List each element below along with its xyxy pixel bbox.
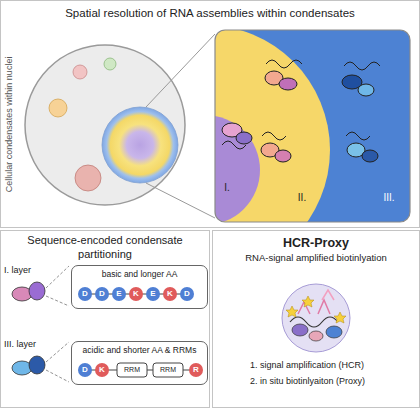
illustration-part bbox=[46, 342, 69, 362]
residue-letter: D bbox=[94, 288, 110, 300]
panel-title: Spatial resolution of RNA assemblies wit… bbox=[5, 6, 415, 20]
illustration-part bbox=[95, 287, 109, 301]
illustration-part bbox=[25, 45, 185, 205]
residue-letter: E bbox=[111, 288, 127, 300]
illustration-part bbox=[309, 331, 323, 341]
illustration-part bbox=[302, 296, 314, 307]
illustration-part bbox=[322, 290, 334, 300]
panel-title: HCR-Proxy bbox=[217, 236, 415, 252]
illustration-part bbox=[163, 287, 177, 301]
dashed-leaders bbox=[46, 266, 69, 382]
illustration-part bbox=[46, 370, 69, 382]
illustration-part bbox=[46, 296, 69, 306]
panel: Spatial resolution of RNA assemblies wit… bbox=[0, 0, 420, 228]
residue-chains bbox=[78, 287, 203, 377]
illustration-part bbox=[29, 356, 45, 374]
layer-label: III. layer bbox=[4, 339, 66, 350]
sequence-box: acidic and shorter AA & RRMs bbox=[71, 341, 208, 385]
illustration-part bbox=[180, 287, 194, 301]
residue-letter: K bbox=[94, 364, 110, 376]
illustration-part bbox=[78, 363, 92, 377]
illustration-part bbox=[215, 115, 260, 222]
illustration-part bbox=[29, 282, 45, 300]
illustration-part bbox=[266, 60, 302, 68]
illustration-part bbox=[326, 326, 342, 338]
panel-title: acidic and shorter AA & RRMs bbox=[75, 345, 204, 356]
illustration-part bbox=[282, 284, 350, 352]
illustration-part bbox=[104, 58, 116, 70]
residue-letter: D bbox=[77, 364, 93, 376]
illustration-part bbox=[358, 84, 374, 96]
illustration-part bbox=[362, 150, 378, 162]
illustration-part bbox=[236, 132, 252, 144]
zoom-frame bbox=[215, 30, 410, 222]
panel-title: Sequence-encoded condensate partitioning bbox=[7, 234, 203, 262]
residue-letter: R bbox=[188, 364, 204, 376]
rna-protein-assemblies bbox=[222, 60, 380, 162]
curved-label: Cellular condensates within nuclei bbox=[4, 49, 15, 199]
illustration-part bbox=[334, 312, 346, 323]
illustration-part bbox=[46, 266, 69, 288]
illustration-part bbox=[222, 141, 246, 149]
panel: Sequence-encoded condensate partitioning… bbox=[0, 230, 210, 408]
residue-letter: K bbox=[162, 288, 178, 300]
sequence-box: basic and longer AA bbox=[71, 265, 208, 309]
illustration-part bbox=[146, 287, 160, 301]
domain-label: RRM bbox=[117, 364, 147, 376]
step-label: 2. in situ biotinlyaiton (Proxy) bbox=[250, 376, 416, 387]
panel-title: basic and longer AA bbox=[75, 269, 204, 280]
layer-number: III. bbox=[376, 192, 402, 204]
illustration-part bbox=[344, 62, 380, 70]
illustration-part bbox=[49, 99, 67, 117]
illustration-part bbox=[346, 132, 370, 140]
illustration-part bbox=[146, 183, 215, 218]
hcr-proxy-illustration bbox=[282, 284, 350, 352]
zoom-view bbox=[215, 30, 410, 222]
panel-subtitle: RNA-signal amplified biotinlyation bbox=[217, 252, 415, 264]
residue-letter: D bbox=[77, 288, 93, 300]
domain-label: RRM bbox=[153, 364, 183, 376]
zoom-lines bbox=[146, 34, 215, 218]
illustration-part bbox=[318, 300, 330, 314]
illustration-part bbox=[286, 306, 298, 317]
illustration-part bbox=[215, 30, 330, 222]
illustration-part bbox=[292, 324, 308, 336]
illustration-part bbox=[75, 165, 101, 191]
nucleus bbox=[25, 45, 185, 205]
illustration-part bbox=[279, 78, 297, 90]
illustration-part bbox=[189, 363, 203, 377]
illustration-part bbox=[73, 65, 87, 79]
layer-number: I. bbox=[216, 182, 238, 194]
residue-letter: D bbox=[179, 288, 195, 300]
illustration-part bbox=[275, 150, 291, 162]
layer-proteins bbox=[12, 282, 45, 375]
residue-letter: K bbox=[128, 288, 144, 300]
illustration-part bbox=[153, 363, 183, 377]
layer-number: II. bbox=[290, 192, 314, 204]
illustration-part bbox=[117, 363, 147, 377]
illustration-part bbox=[129, 287, 143, 301]
layer-label: I. layer bbox=[4, 265, 66, 276]
illustration-part bbox=[146, 34, 215, 107]
illustration-part bbox=[95, 363, 109, 377]
residue-letter: E bbox=[145, 288, 161, 300]
illustration-part bbox=[78, 287, 92, 301]
step-label: 1. signal amplification (HCR) bbox=[250, 360, 416, 371]
illustration-part bbox=[102, 107, 178, 183]
illustration-part bbox=[262, 132, 286, 140]
illustration-part bbox=[112, 287, 126, 301]
